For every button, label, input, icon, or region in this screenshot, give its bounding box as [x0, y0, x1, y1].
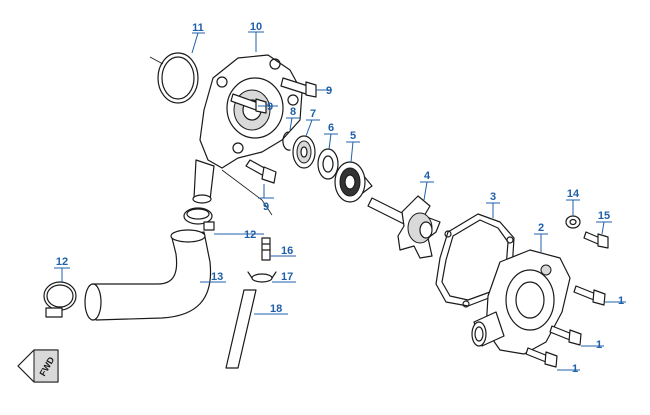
callout-18-label: 18	[270, 303, 282, 315]
callout-9-middle: 9	[258, 101, 278, 113]
part-15-drain-bolt	[583, 231, 609, 249]
callout-10: 10	[248, 21, 264, 52]
callout-10-label: 10	[250, 21, 262, 33]
part-4-impeller-shaft	[367, 195, 441, 259]
callout-17: 17	[272, 271, 296, 283]
callout-1-upper: 1	[605, 295, 626, 307]
callout-2-label: 2	[538, 222, 544, 234]
part-14-washer	[565, 215, 581, 229]
part-9-bolt-upper	[280, 77, 317, 98]
callout-7-label: 7	[310, 108, 316, 120]
part-9-bolt-lower	[245, 159, 277, 184]
part-13-hose	[84, 229, 212, 321]
callout-6-label: 6	[328, 122, 334, 134]
callout-17-label: 17	[281, 271, 293, 283]
callout-5: 5	[346, 130, 360, 163]
callout-9-upper: 9	[316, 85, 332, 97]
callout-8-label: 8	[290, 106, 296, 118]
callout-15: 15	[596, 210, 612, 235]
part-12-clamp-lower	[43, 281, 77, 318]
part-1-bolt-upper	[573, 285, 606, 306]
callout-12-lower-label: 12	[56, 256, 68, 268]
callout-6: 6	[324, 122, 338, 150]
part-12-clamp-upper	[183, 207, 215, 231]
callout-13-label: 13	[211, 271, 223, 283]
part-6-seal	[317, 148, 339, 180]
callout-12-upper: 12	[214, 229, 264, 241]
callout-13: 13	[200, 271, 226, 283]
callout-1-upper-label: 1	[618, 295, 624, 307]
part-8-circlip	[282, 131, 291, 151]
callout-4-label: 4	[424, 170, 431, 182]
callout-9-lower-label: 9	[263, 201, 269, 213]
callout-11: 11	[191, 22, 205, 54]
callout-14-label: 14	[567, 188, 580, 200]
forward-direction-indicator: FWD	[17, 349, 59, 383]
callout-14: 14	[566, 188, 580, 215]
callout-16-label: 16	[281, 245, 293, 257]
callout-12-upper-label: 12	[244, 229, 256, 241]
callout-7: 7	[305, 108, 320, 137]
callout-1-middle: 1	[581, 339, 604, 351]
part-1-bolt-middle	[549, 325, 582, 346]
callout-8: 8	[286, 106, 300, 131]
callout-3-label: 3	[490, 191, 496, 203]
callout-16: 16	[270, 245, 296, 257]
part-17-clip	[247, 271, 277, 283]
part-16-fitting	[261, 237, 271, 261]
callout-11-label: 11	[192, 22, 204, 34]
callout-2: 2	[534, 222, 548, 252]
callout-9-middle-label: 9	[267, 101, 273, 113]
part-7-bearing	[292, 135, 316, 169]
part-11-o-ring	[149, 52, 199, 104]
callout-3: 3	[486, 191, 500, 218]
callout-4: 4	[420, 170, 434, 201]
callout-5-label: 5	[350, 130, 356, 142]
callout-12-lower: 12	[54, 256, 70, 282]
callout-1-lower-label: 1	[572, 363, 578, 375]
callout-1-middle-label: 1	[596, 339, 602, 351]
callout-15-label: 15	[598, 210, 610, 222]
callout-18: 18	[254, 303, 288, 315]
part-2-pump-housing	[471, 249, 571, 355]
part-18-breather-tube	[225, 289, 257, 369]
callout-9-upper-label: 9	[326, 85, 332, 97]
part-1-bolt-lower	[525, 347, 558, 368]
callout-1-lower: 1	[557, 363, 580, 375]
callout-9-lower: 9	[258, 184, 274, 213]
part-5-mechanical-seal	[334, 161, 373, 203]
